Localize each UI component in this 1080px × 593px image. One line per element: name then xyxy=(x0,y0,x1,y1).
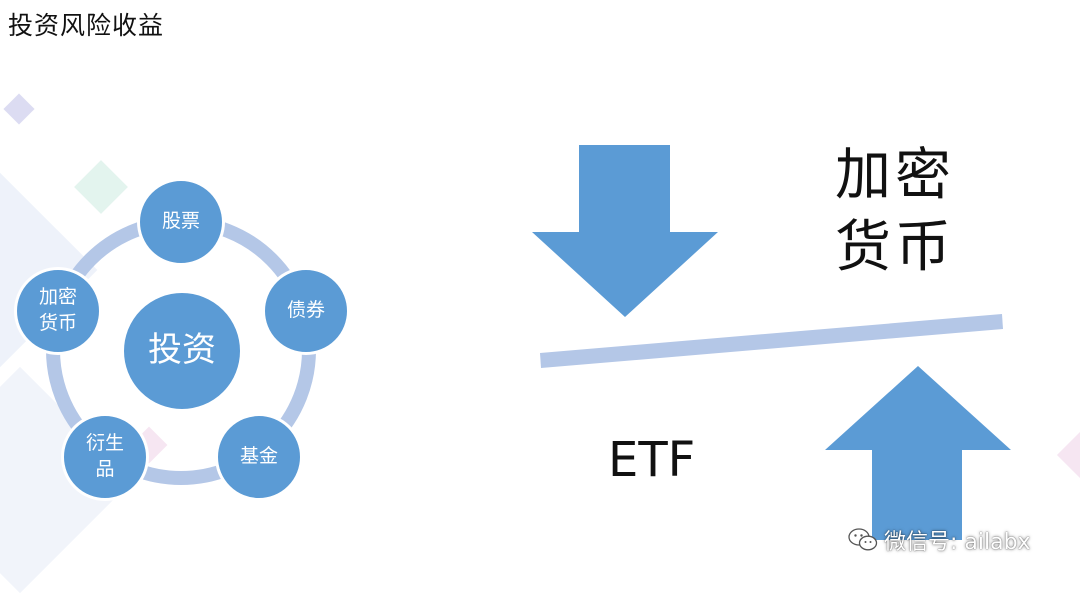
balance-beam xyxy=(540,314,1003,368)
crypto-label: 加密 货币 xyxy=(835,143,955,280)
cycle-node-derivatives: 衍生 品 xyxy=(61,413,149,501)
cycle-center-node: 投资 xyxy=(121,290,243,412)
up-arrow xyxy=(825,366,1011,540)
down-arrow xyxy=(532,145,718,317)
watermark: 微信号: ailabx xyxy=(848,524,1031,556)
etf-label: ETF xyxy=(608,432,696,488)
cycle-node-stocks: 股票 xyxy=(137,178,225,266)
wechat-icon xyxy=(848,528,878,551)
cycle-node-crypto: 加密 货币 xyxy=(14,267,102,355)
cycle-node-bonds: 债券 xyxy=(262,267,350,355)
watermark-text: 微信号: ailabx xyxy=(884,530,1031,555)
slide-title: 投资风险收益 xyxy=(8,11,165,40)
cycle-node-funds: 基金 xyxy=(215,413,303,501)
